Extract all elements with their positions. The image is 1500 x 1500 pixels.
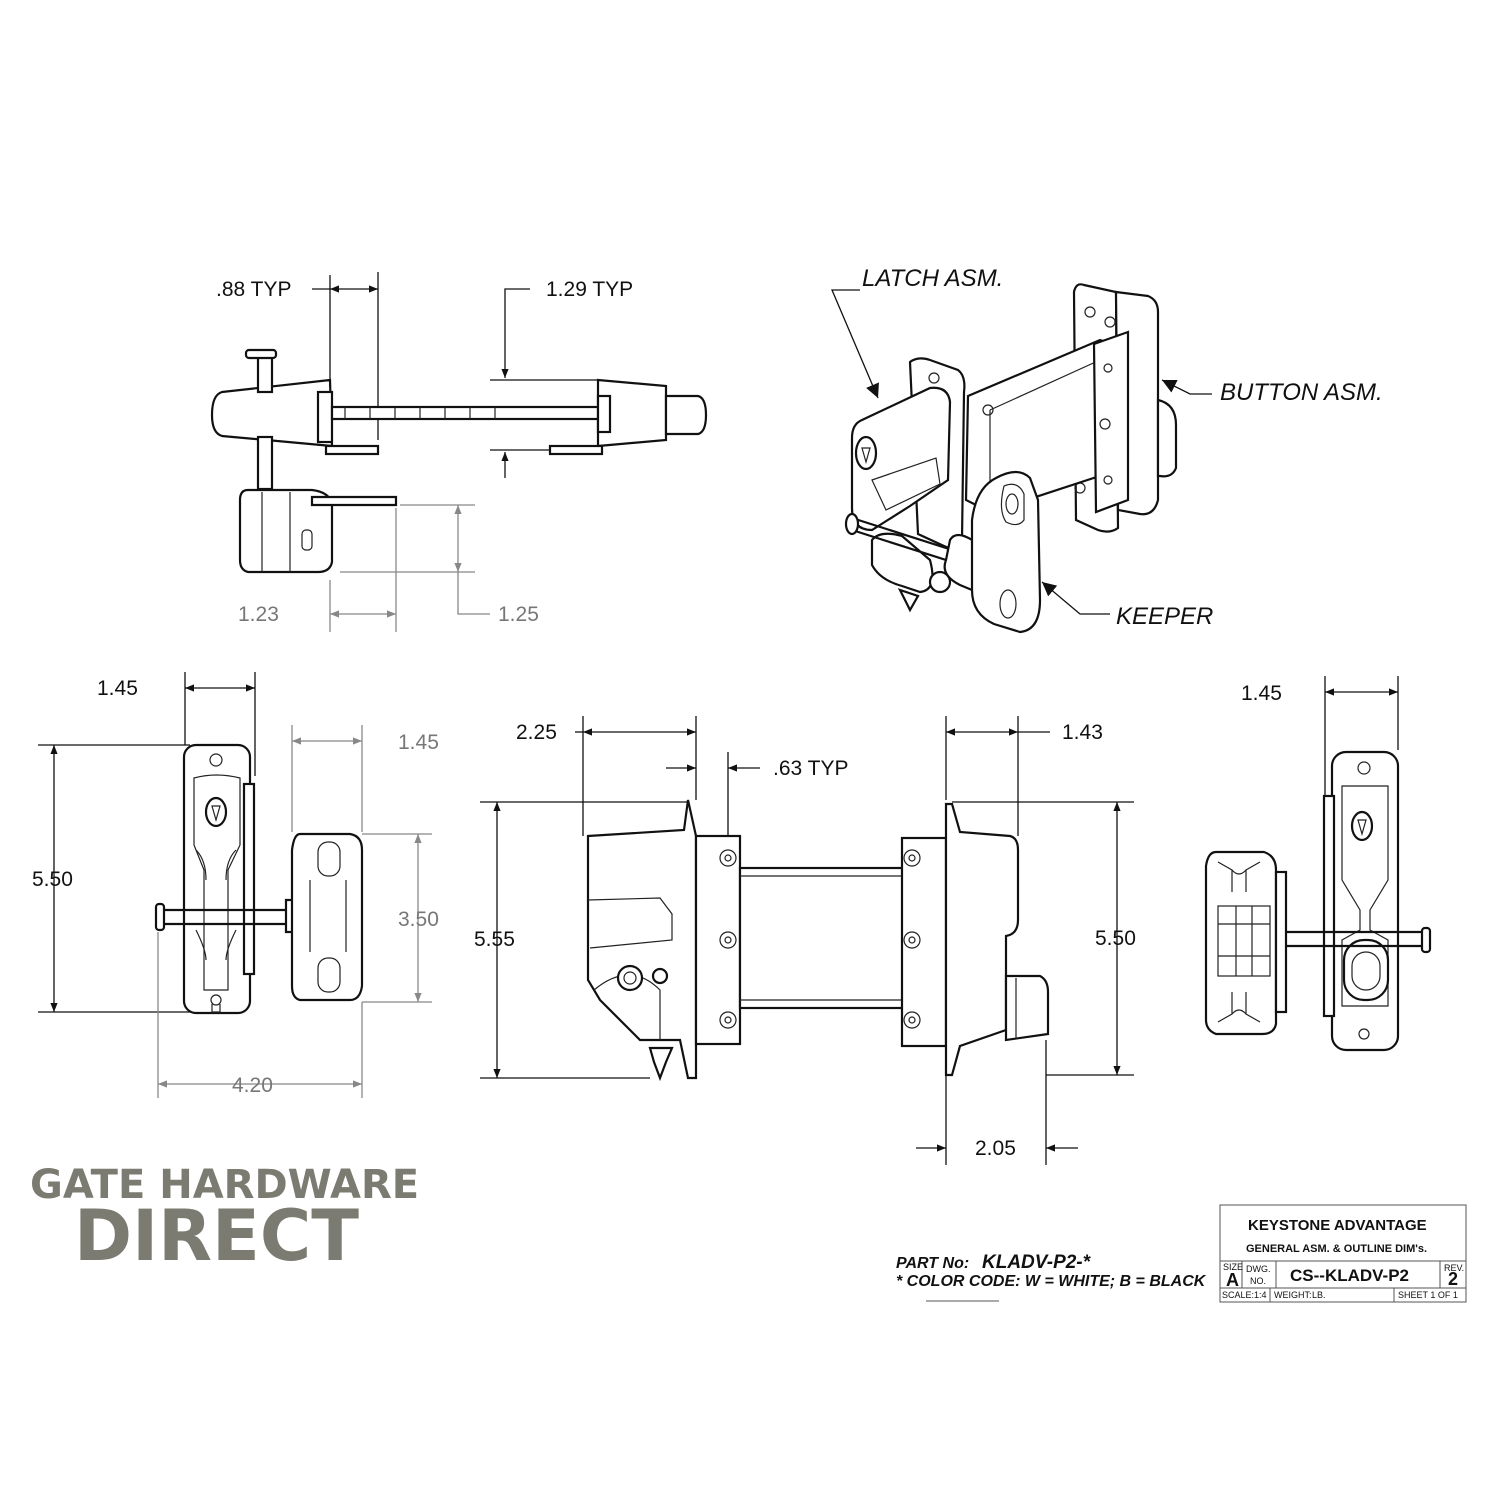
callout-latch: LATCH ASM. (862, 265, 1003, 292)
dim-front-555: 5.55 (474, 928, 515, 951)
dim-left-350: 3.50 (398, 908, 439, 931)
title-block: KEYSTONE ADVANTAGE GENERAL ASM. & OUTLIN… (1219, 1204, 1467, 1303)
dim-left-145-keeper: 1.45 (398, 731, 439, 754)
title-description: GENERAL ASM. & OUTLINE DIM's. (1246, 1243, 1427, 1255)
dim-top-088: .88 TYP (216, 278, 292, 301)
latch-body-top (210, 378, 334, 448)
top-view: .88 TYP 1.29 TYP 1.23 1.25 (210, 272, 708, 632)
title-company: KEYSTONE ADVANTAGE (1248, 1217, 1427, 1234)
svg-text:NO.: NO. (1250, 1276, 1266, 1286)
color-code: * COLOR CODE: W = WHITE; B = BLACK (896, 1273, 1207, 1290)
dim-left-420: 4.20 (232, 1074, 273, 1097)
svg-text:GATE HARDWARE: GATE HARDWARE (30, 1162, 419, 1208)
callout-button: BUTTON ASM. (1220, 379, 1383, 406)
dim-front-550: 5.50 (1095, 927, 1136, 950)
svg-text:REV.: REV. (1444, 1263, 1464, 1273)
dim-front-143: 1.43 (1062, 721, 1103, 744)
keeper-face (1204, 850, 1278, 1036)
dim-right-145: 1.45 (1241, 682, 1282, 705)
isometric-view: LATCH ASM. BUTTON ASM. KEEPER (831, 265, 1383, 634)
title-dwg-no: CS--KLADV-P2 (1290, 1266, 1409, 1285)
button-mount-plate (900, 836, 948, 1048)
svg-text:SHEET 1 OF 1: SHEET 1 OF 1 (1398, 1290, 1458, 1300)
dim-front-225: 2.25 (516, 721, 557, 744)
svg-text:SIZE: SIZE (1223, 1262, 1243, 1272)
svg-text:SCALE:1:4: SCALE:1:4 (1222, 1290, 1267, 1300)
latch-mount-plate (694, 834, 742, 1046)
shaft-top (330, 405, 602, 421)
shaft-front (738, 866, 906, 1010)
svg-text:LB.: LB. (1312, 1290, 1326, 1300)
callout-keeper: KEEPER (1116, 603, 1213, 630)
button-body-front (944, 802, 1020, 1077)
dim-top-129: 1.29 TYP (546, 278, 633, 301)
keeper-side (284, 832, 364, 1002)
dim-left-145: 1.45 (97, 677, 138, 700)
title-size: A (1226, 1270, 1239, 1290)
dim-front-205: 2.05 (975, 1137, 1016, 1160)
svg-text:WEIGHT:: WEIGHT: (1274, 1290, 1312, 1300)
dim-front-063: .63 TYP (773, 757, 849, 780)
svg-text:DWG.: DWG. (1246, 1264, 1271, 1274)
right-side-view: 1.45 (1204, 676, 1432, 1052)
front-view: 2.25 .63 TYP 5.55 1.43 5.50 2.05 (474, 716, 1136, 1165)
part-notes: PART No: KLADV-P2-* * COLOR CODE: W = WH… (896, 1252, 1207, 1302)
latch-body-iso (850, 386, 952, 532)
title-rev: 2 (1448, 1269, 1458, 1289)
part-number-value: KLADV-P2-* (982, 1252, 1092, 1273)
svg-text:DIRECT: DIRECT (74, 1195, 359, 1277)
dim-top-125: 1.25 (498, 603, 539, 626)
left-side-view: 1.45 5.50 1.45 3.50 4.20 (32, 672, 439, 1098)
part-number-label: PART No: (896, 1255, 969, 1272)
latch-body-front (586, 799, 698, 1080)
dim-top-123: 1.23 (238, 603, 279, 626)
dim-left-550: 5.50 (32, 868, 73, 891)
gate-hardware-direct-logo: GATE HARDWARE DIRECT (30, 1162, 419, 1277)
